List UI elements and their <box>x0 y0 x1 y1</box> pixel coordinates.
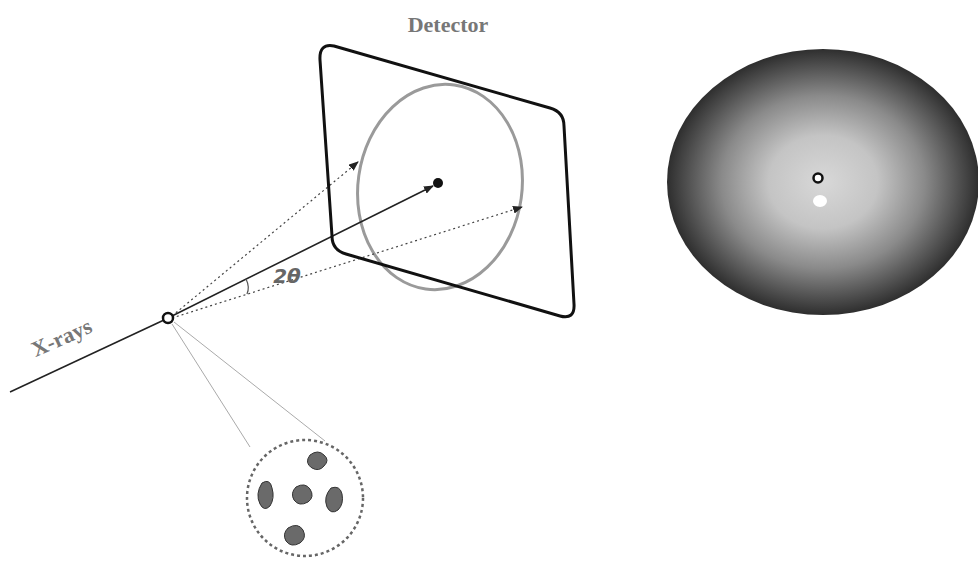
detector-panel: Detector <box>312 8 584 326</box>
beam-center <box>814 174 823 183</box>
panel-title: Detector <box>312 12 584 38</box>
panel-outline <box>312 8 584 326</box>
angle-arc <box>246 279 248 294</box>
zoom-circle <box>247 440 363 556</box>
scattering-pattern <box>667 49 978 315</box>
direct-beam <box>172 186 433 316</box>
zoom-line <box>172 324 250 447</box>
angle-label: 2θ <box>273 264 301 288</box>
particles <box>258 452 343 545</box>
scattered-ray <box>172 207 522 318</box>
zoom-line <box>174 322 325 441</box>
scatter-ring <box>344 74 535 301</box>
beamstop-spot <box>813 195 827 207</box>
sample <box>163 313 173 323</box>
beam-spot <box>433 178 443 188</box>
beam-label: X-rays <box>28 313 97 363</box>
scattered-ray <box>172 162 358 316</box>
